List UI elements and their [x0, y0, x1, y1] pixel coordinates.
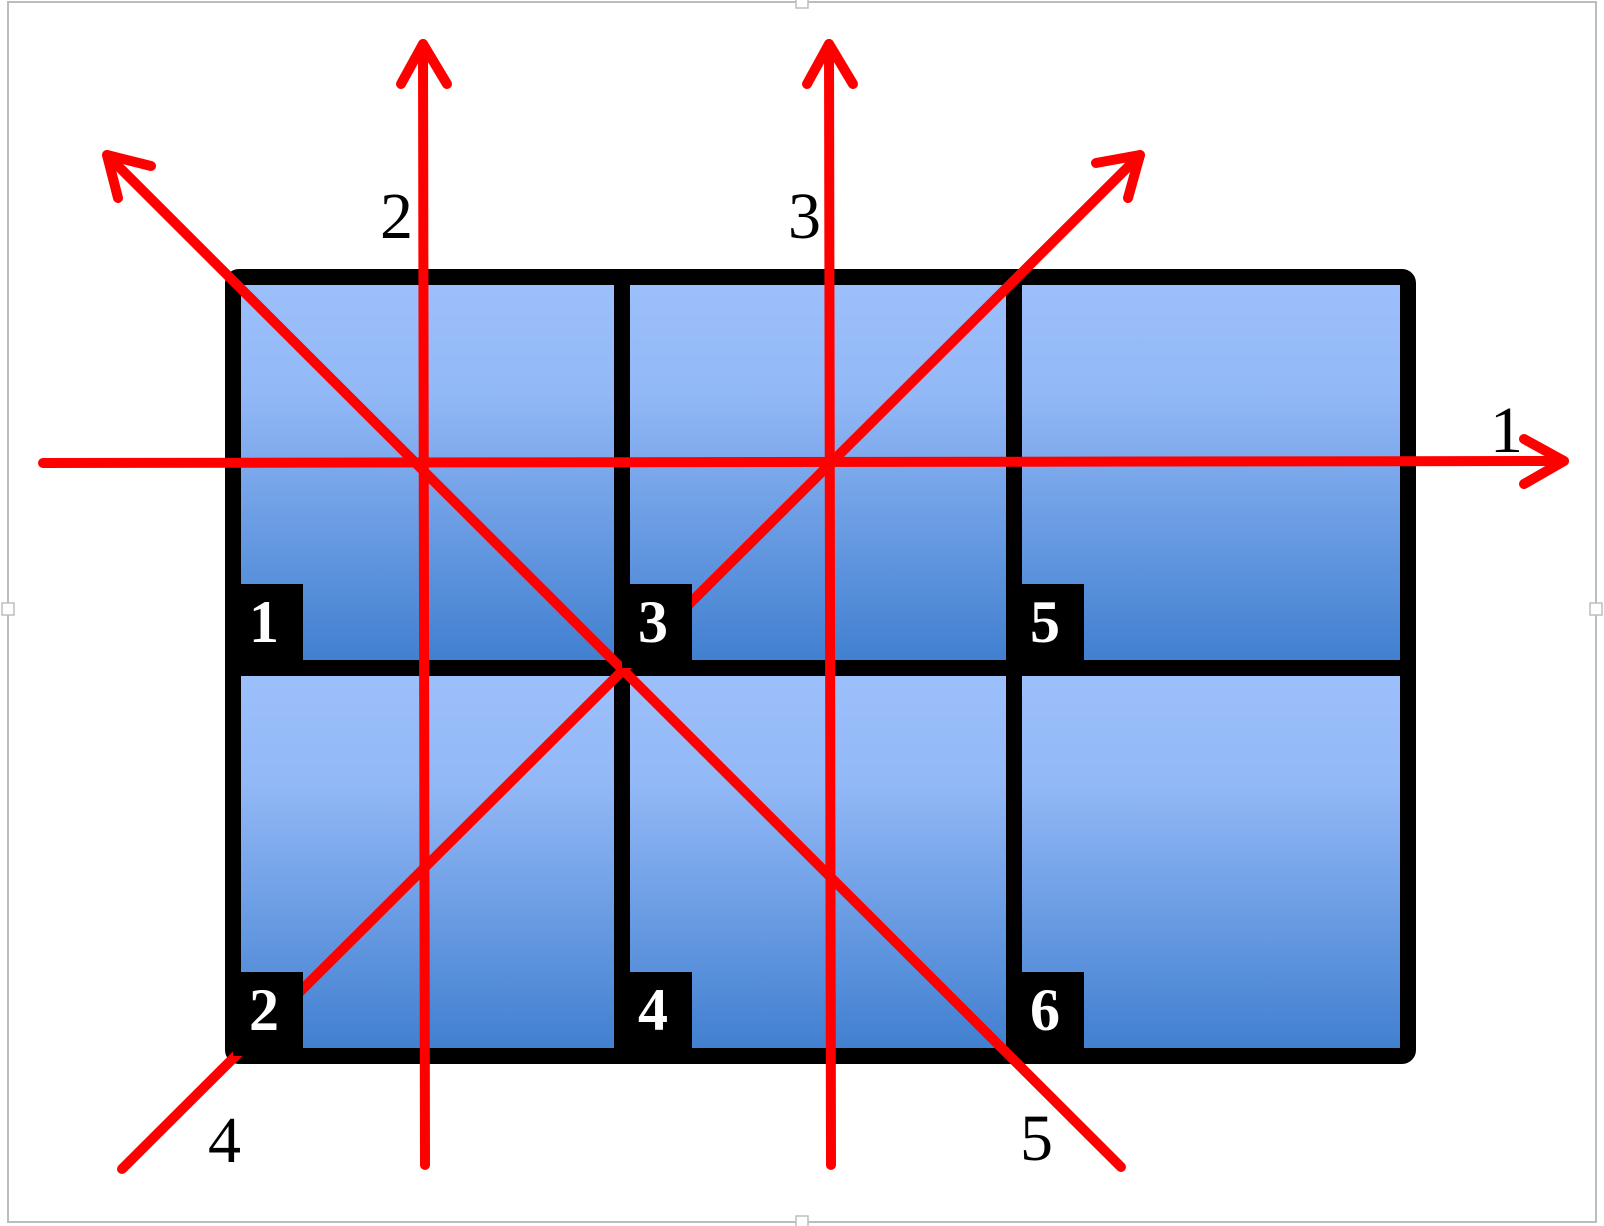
arrowhead-4 — [1091, 150, 1145, 203]
frame-handle-top[interactable] — [795, 0, 809, 9]
line-label-2: 2 — [380, 180, 413, 253]
cell-badge-label: 5 — [1030, 589, 1060, 655]
frame-handle-left[interactable] — [1, 602, 15, 616]
cell-badge-label: 1 — [249, 589, 279, 655]
cell-badge-label: 4 — [638, 977, 668, 1043]
cell-badge-4: 4 — [622, 972, 692, 1056]
cell-badge-label: 6 — [1030, 977, 1060, 1043]
cell-badge-1: 1 — [233, 584, 303, 668]
cell-badge-3: 3 — [622, 584, 692, 668]
cell-badge-label: 3 — [638, 589, 668, 655]
arrowhead-1 — [1519, 434, 1569, 489]
cell-badge-bg — [622, 972, 692, 1056]
frame-handle-right[interactable] — [1589, 602, 1603, 616]
line-label-1: 1 — [1490, 394, 1523, 467]
frame-handle-bottom[interactable] — [795, 1215, 809, 1226]
arrowhead-3 — [802, 39, 858, 89]
line-label-5: 5 — [1020, 1102, 1053, 1175]
cell-badge-bg — [233, 584, 303, 668]
cell-badge-label: 2 — [249, 977, 279, 1043]
arrow-line-1 — [38, 434, 1569, 489]
line-label-4: 4 — [208, 1104, 241, 1177]
cell-badge-bg — [622, 584, 692, 668]
cell-badge-bg — [1014, 584, 1084, 668]
arrowhead-2 — [396, 39, 452, 89]
cell-badges-overlay: 23 — [233, 584, 692, 1056]
cell-badge-2: 2 — [233, 972, 303, 1056]
arrow-line-3 — [802, 39, 858, 1170]
cell-badges: 1 4 5 6 — [233, 584, 1084, 1056]
cell-badge-6: 6 — [1014, 972, 1084, 1056]
line-labels: 1 2 3 4 5 — [208, 180, 1523, 1177]
cell-badge-bg — [1014, 972, 1084, 1056]
cell-badge-5: 5 — [1014, 584, 1084, 668]
arrow-line-5 — [102, 150, 1126, 1172]
cell-badge-bg — [233, 972, 303, 1056]
line-label-3: 3 — [788, 180, 821, 253]
arrow-line-2 — [396, 39, 452, 1170]
arrowhead-5 — [102, 150, 156, 203]
